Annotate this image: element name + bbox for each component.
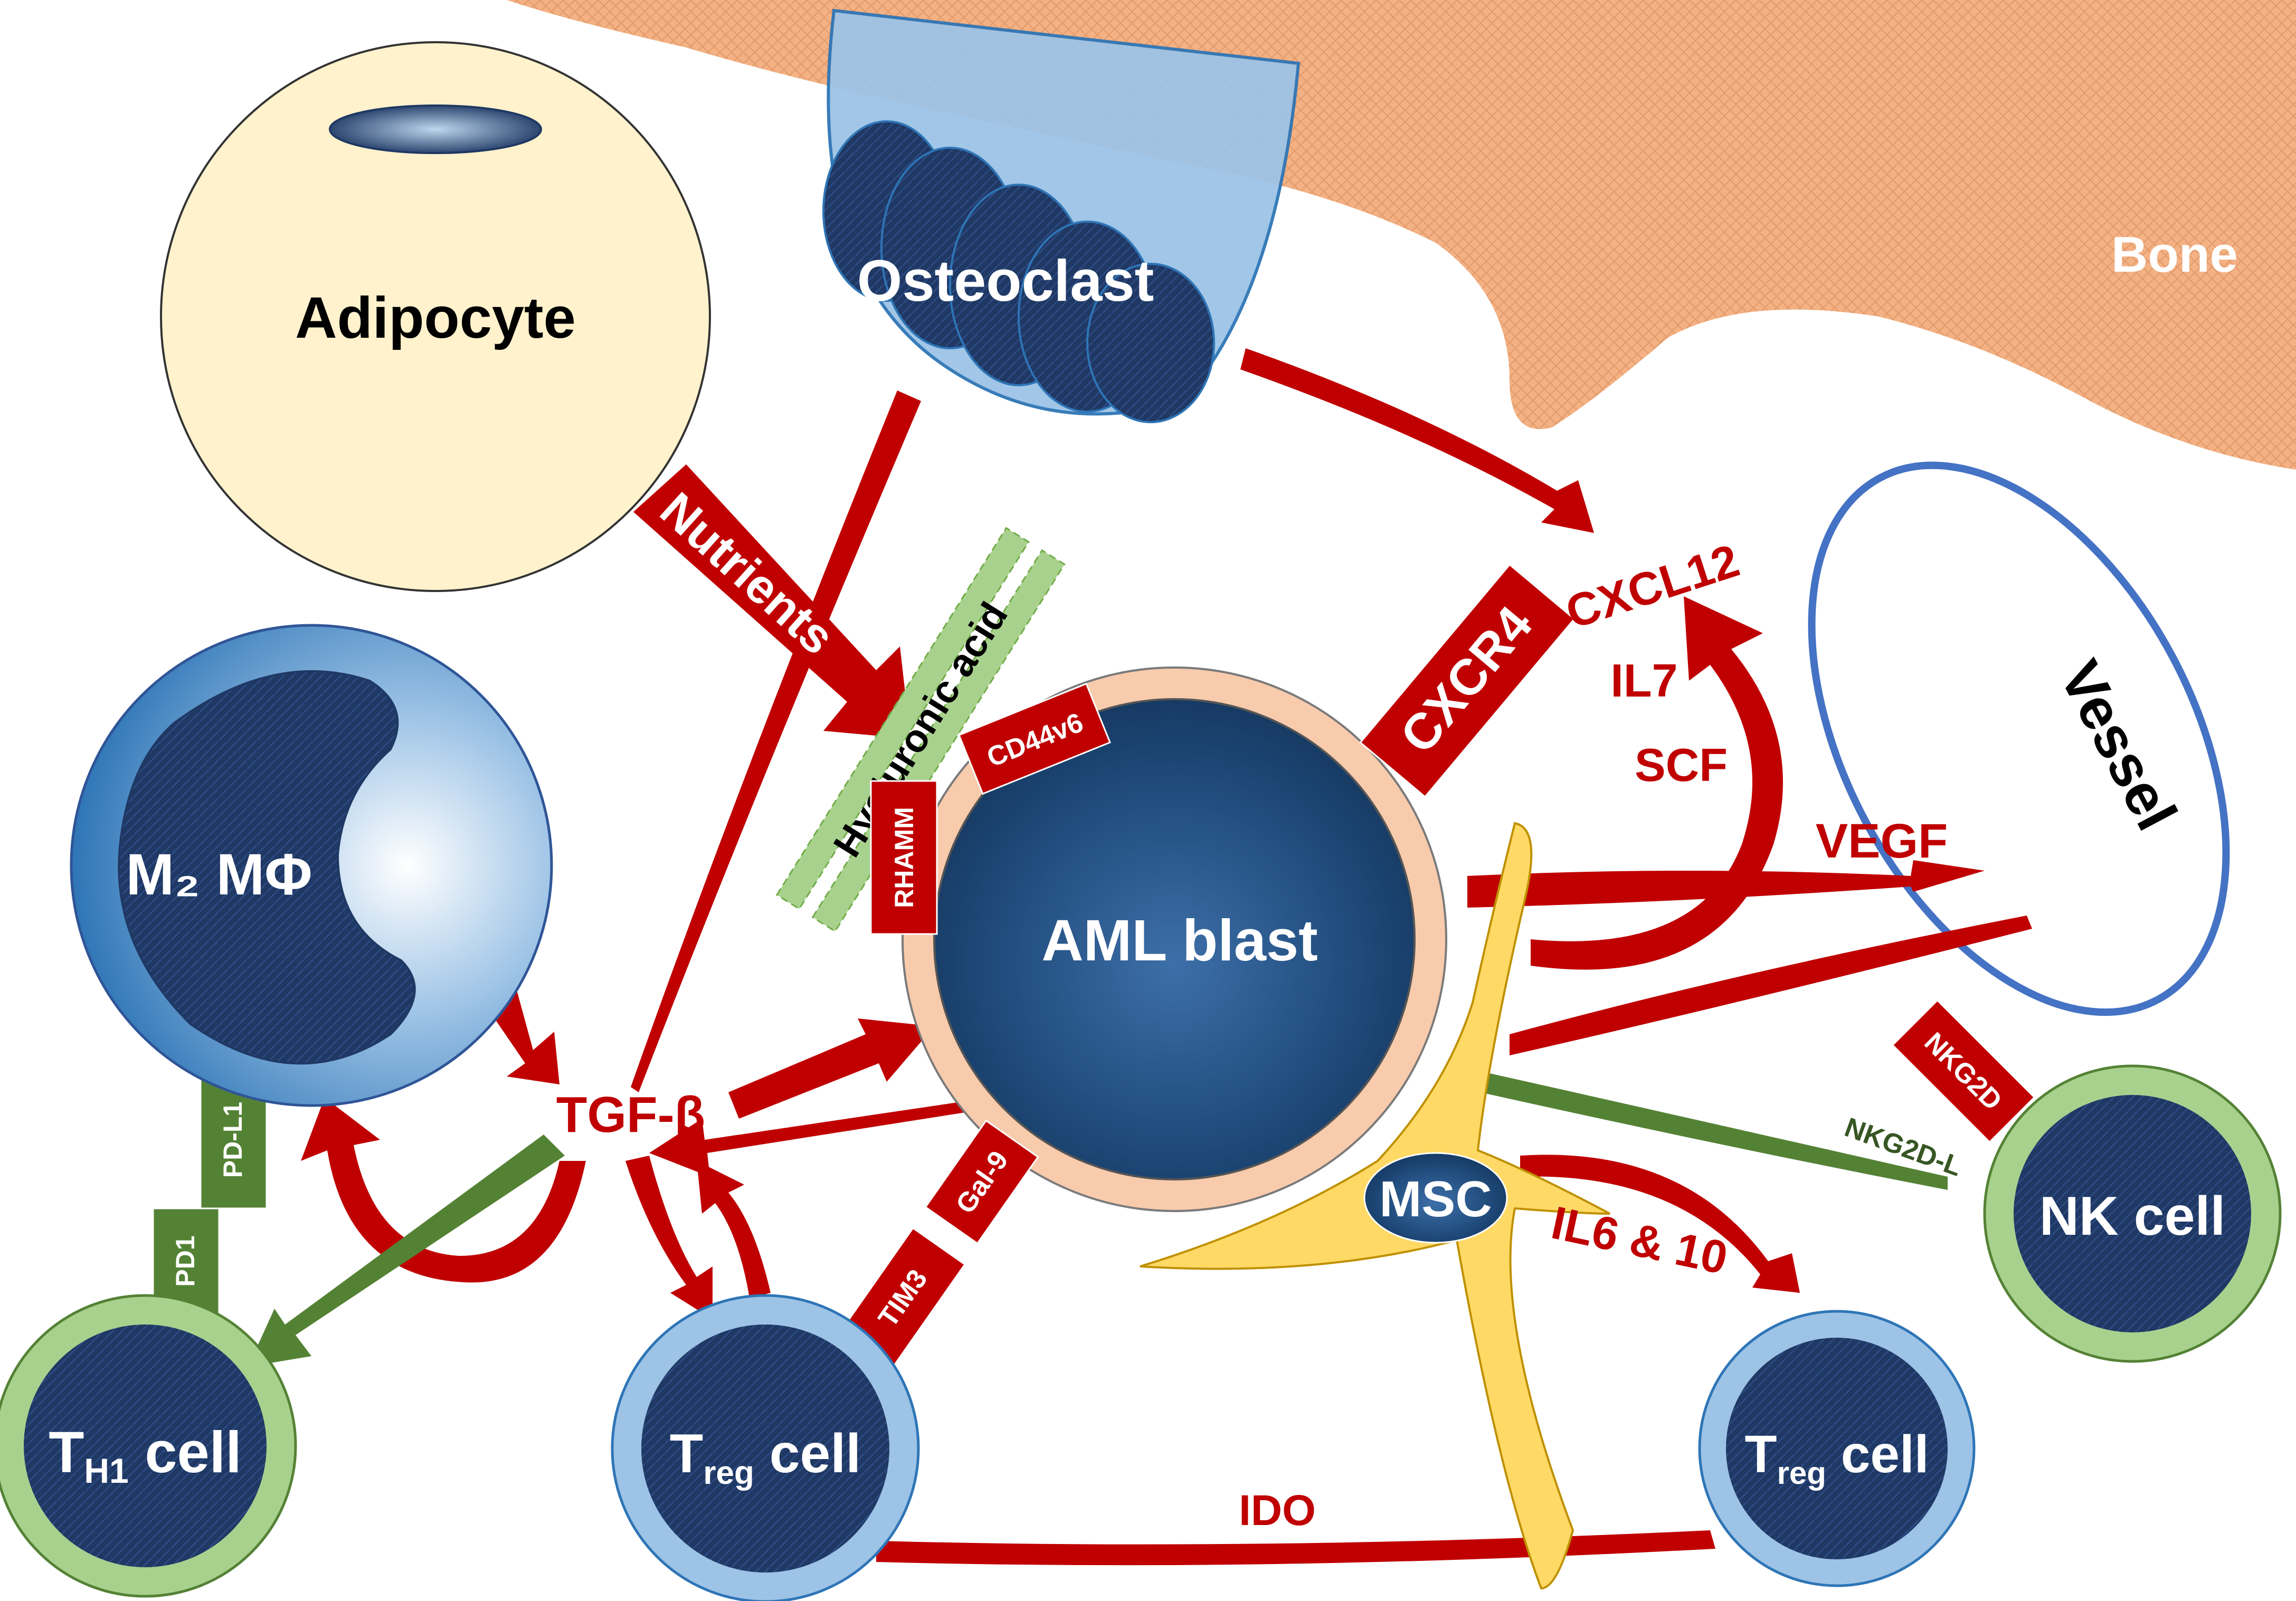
pd1-label: PD1 bbox=[170, 1235, 200, 1286]
arrow-treg-tgf bbox=[697, 1161, 771, 1298]
arrow-tgf-m2 bbox=[301, 1098, 586, 1283]
osteoclast-label: Osteoclast bbox=[857, 249, 1154, 313]
arrow-msc-treg bbox=[1520, 1155, 1800, 1293]
treg-cell-right: Treg cell bbox=[1698, 1310, 1976, 1587]
th1-main: T bbox=[49, 1420, 84, 1485]
th1-cell: TH1 cell bbox=[0, 1294, 297, 1598]
arrow-osteoclast-tgf bbox=[631, 390, 921, 1092]
arrow-aml-tgf bbox=[649, 1098, 992, 1177]
th1-label: TH1 cell bbox=[49, 1420, 242, 1490]
arrow-nutrients bbox=[633, 464, 910, 739]
msc-label: MSC bbox=[1379, 1171, 1492, 1227]
arrow-tgf-treg bbox=[625, 1156, 713, 1319]
treg-right-label: Treg cell bbox=[1744, 1425, 1929, 1491]
osteoclast: Osteoclast bbox=[822, 8, 1301, 423]
treg-left-main: T bbox=[670, 1423, 704, 1484]
scf-label: SCF bbox=[1635, 739, 1728, 791]
il7-label: IL7 bbox=[1610, 654, 1677, 707]
m2-macrophage: M₂ MΦ bbox=[70, 624, 553, 1107]
nk-cell: NK cell bbox=[1983, 1064, 2282, 1363]
factor-labels: TGF-β CXCL12 IL7 SCF VEGF IL6 & 10 IDO bbox=[556, 534, 1948, 1535]
treg-left-rest: cell bbox=[754, 1423, 861, 1484]
th1-rest: cell bbox=[129, 1420, 242, 1485]
m2-nucleus bbox=[118, 670, 416, 1065]
adipocyte-label: Adipocyte bbox=[295, 285, 576, 350]
msc: MSC bbox=[1140, 822, 1610, 1590]
pdl1-label: PD-L1 bbox=[218, 1102, 248, 1178]
treg-right-main: T bbox=[1744, 1425, 1777, 1484]
aml-blast: AML blast bbox=[902, 666, 1447, 1212]
arrow-tgf-th1 bbox=[248, 1135, 565, 1367]
arrow-msc-cxcl12 bbox=[1531, 596, 1783, 970]
arrow-ido bbox=[876, 1530, 1715, 1566]
rhamm-label: RHAMM bbox=[889, 807, 919, 908]
arrow-tgf-aml bbox=[728, 1018, 934, 1119]
m2-label: M₂ MΦ bbox=[126, 842, 312, 907]
ido-label: IDO bbox=[1239, 1486, 1316, 1535]
treg-right-subscript: reg bbox=[1777, 1455, 1826, 1491]
nk-cell-label: NK cell bbox=[2039, 1186, 2226, 1247]
arrow-vessel-msc bbox=[1510, 916, 2032, 1055]
arrow-nkg2dl bbox=[1457, 1066, 1948, 1190]
th1-subscript: H1 bbox=[84, 1451, 128, 1490]
nutrients-label: Nutrients bbox=[650, 482, 845, 665]
bone-shape bbox=[507, 0, 2296, 470]
treg-cell-left: Treg cell bbox=[611, 1294, 920, 1601]
aml-blast-label: AML blast bbox=[1041, 908, 1318, 973]
bone-label: Bone bbox=[2111, 226, 2238, 283]
treg-left-subscript: reg bbox=[703, 1455, 754, 1491]
vegf-label: VEGF bbox=[1816, 814, 1948, 868]
green-arrows bbox=[248, 1066, 1948, 1367]
red-arrows bbox=[301, 348, 2032, 1566]
treg-left-label: Treg cell bbox=[670, 1423, 861, 1491]
arrow-osteoclast-cxcl12 bbox=[1240, 348, 1594, 533]
arrow-m2-tgf bbox=[491, 992, 559, 1084]
adipocyte: Adipocyte bbox=[160, 41, 711, 592]
treg-right-rest: cell bbox=[1826, 1425, 1929, 1484]
tgf-beta-label: TGF-β bbox=[556, 1087, 706, 1143]
